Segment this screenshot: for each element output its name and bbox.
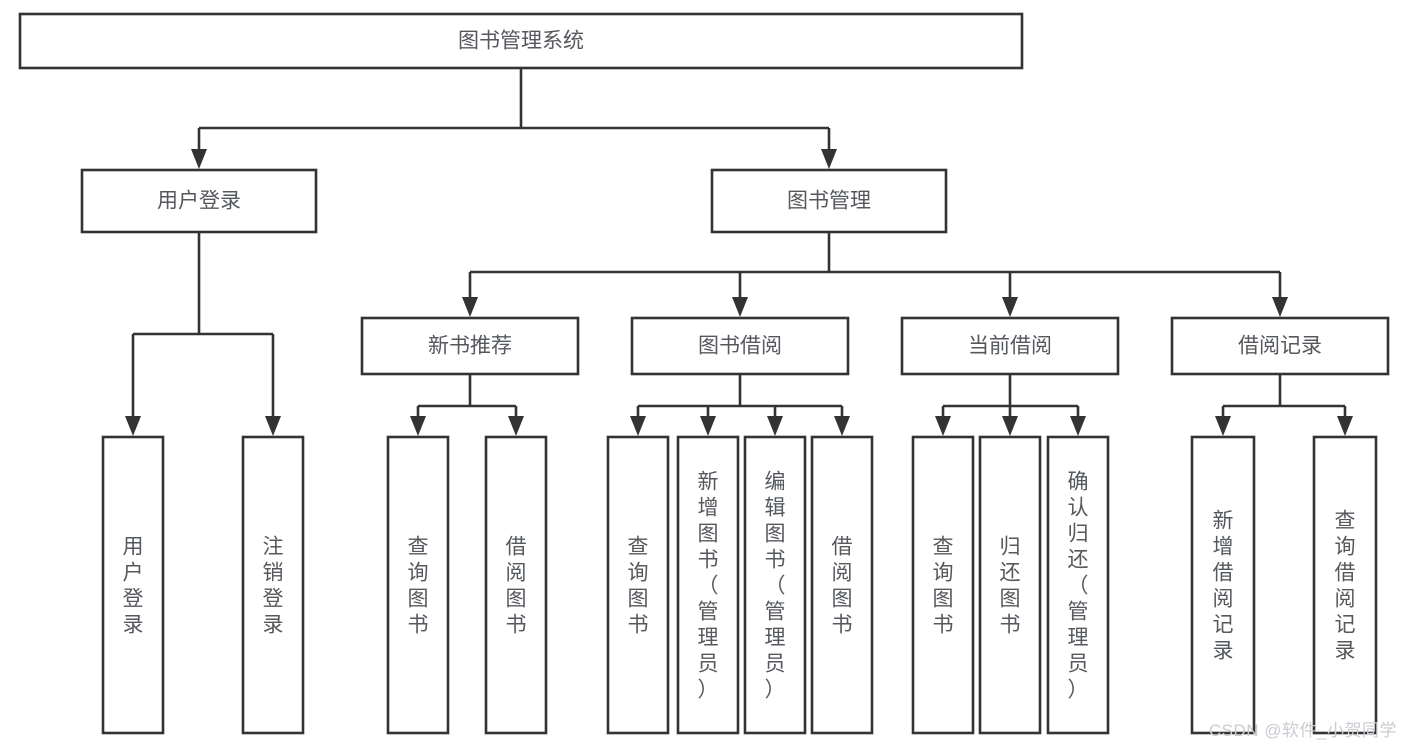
node-label: 借阅记录 <box>1238 335 1322 358</box>
node-label: 新增图书（管理员） <box>698 470 719 701</box>
node-box <box>80 168 318 234</box>
node-leaf-borrow-book-rec[interactable]: 借阅图书 <box>484 435 548 735</box>
node-box <box>1170 316 1390 376</box>
node-label: 查询借阅记录 <box>1335 509 1356 662</box>
connector-group-book-manage <box>462 232 1288 317</box>
csdn-watermark: CSDN @软件_小贺同学 <box>1208 721 1397 740</box>
node-book-manage[interactable]: 图书管理 <box>710 168 948 234</box>
node-new-book-rec[interactable]: 新书推荐 <box>360 316 580 376</box>
node-box <box>676 435 740 735</box>
node-label: 借阅图书 <box>832 535 853 636</box>
arrow-head-icon <box>410 416 426 436</box>
arrow-head-icon <box>935 416 951 436</box>
node-box <box>900 316 1120 376</box>
node-label: 当前借阅 <box>968 335 1052 358</box>
node-leaf-query-book-rec[interactable]: 查询图书 <box>386 435 450 735</box>
node-box <box>1190 435 1256 735</box>
node-leaf-borrow-book[interactable]: 借阅图书 <box>810 435 874 735</box>
node-user-login[interactable]: 用户登录 <box>80 168 318 234</box>
arrow-head-icon <box>462 297 478 317</box>
node-leaf-confirm-return[interactable]: 确认归还（管理员） <box>1046 435 1110 735</box>
arrow-head-icon <box>1002 297 1018 317</box>
arrow-head-icon <box>1070 416 1086 436</box>
node-box <box>1312 435 1378 735</box>
node-leaf-user-logout[interactable]: 注销登录 <box>241 435 305 735</box>
node-label: 图书管理系统 <box>458 30 584 53</box>
node-box <box>1046 435 1110 735</box>
connector-layer <box>125 68 1353 436</box>
node-box <box>101 435 165 735</box>
node-leaf-return-book[interactable]: 归还图书 <box>978 435 1042 735</box>
arrow-head-icon <box>191 149 207 169</box>
arrow-head-icon <box>834 416 850 436</box>
node-box <box>386 435 450 735</box>
node-box <box>710 168 948 234</box>
node-box <box>606 435 670 735</box>
node-label: 注销登录 <box>263 535 284 636</box>
node-book-borrow[interactable]: 图书借阅 <box>630 316 850 376</box>
arrow-head-icon <box>508 416 524 436</box>
arrow-head-icon <box>1215 416 1231 436</box>
arrow-head-icon <box>1337 416 1353 436</box>
node-label: 查询图书 <box>408 535 429 636</box>
connector-group-book-borrow <box>630 374 850 436</box>
node-label: 确认归还（管理员） <box>1068 470 1089 701</box>
node-leaf-add-book[interactable]: 新增图书（管理员） <box>676 435 740 735</box>
node-label: 用户登录 <box>123 535 144 636</box>
arrow-head-icon <box>732 297 748 317</box>
node-leaf-add-record[interactable]: 新增借阅记录 <box>1190 435 1256 735</box>
node-label: 查询图书 <box>933 535 954 636</box>
connector-group-borrow-record <box>1215 374 1353 436</box>
node-box <box>360 316 580 376</box>
node-box <box>630 316 850 376</box>
node-leaf-query-record[interactable]: 查询借阅记录 <box>1312 435 1378 735</box>
node-label: 用户登录 <box>157 190 241 213</box>
node-label: 查询图书 <box>628 535 649 636</box>
connector-group-new-book-rec <box>410 374 524 436</box>
node-box <box>18 12 1024 70</box>
arrow-head-icon <box>265 416 281 436</box>
connector-group-root <box>191 68 837 169</box>
node-label: 新书推荐 <box>428 335 512 358</box>
node-layer: 图书管理系统用户登录图书管理新书推荐图书借阅当前借阅借阅记录用户登录注销登录查询… <box>18 12 1390 735</box>
node-box <box>978 435 1042 735</box>
node-label: 新增借阅记录 <box>1213 509 1234 662</box>
node-leaf-edit-book[interactable]: 编辑图书（管理员） <box>743 435 807 735</box>
node-leaf-query-book-cur[interactable]: 查询图书 <box>911 435 975 735</box>
node-current-borrow[interactable]: 当前借阅 <box>900 316 1120 376</box>
node-borrow-record[interactable]: 借阅记录 <box>1170 316 1390 376</box>
arrow-head-icon <box>1272 297 1288 317</box>
node-leaf-user-login[interactable]: 用户登录 <box>101 435 165 735</box>
node-box <box>484 435 548 735</box>
node-box <box>241 435 305 735</box>
node-label: 编辑图书（管理员） <box>765 470 786 701</box>
node-box <box>743 435 807 735</box>
node-label: 图书管理 <box>787 190 871 213</box>
connector-group-user-login <box>125 232 281 436</box>
arrow-head-icon <box>1002 416 1018 436</box>
node-box <box>810 435 874 735</box>
node-box <box>911 435 975 735</box>
arrow-head-icon <box>767 416 783 436</box>
node-leaf-query-book-borrow[interactable]: 查询图书 <box>606 435 670 735</box>
arrow-head-icon <box>821 149 837 169</box>
arrow-head-icon <box>630 416 646 436</box>
node-label: 图书借阅 <box>698 335 782 358</box>
node-label: 归还图书 <box>1000 535 1021 636</box>
connector-group-current-borrow <box>935 374 1086 436</box>
node-label: 借阅图书 <box>506 535 527 636</box>
arrow-head-icon <box>125 416 141 436</box>
node-root[interactable]: 图书管理系统 <box>18 12 1024 70</box>
arrow-head-icon <box>700 416 716 436</box>
